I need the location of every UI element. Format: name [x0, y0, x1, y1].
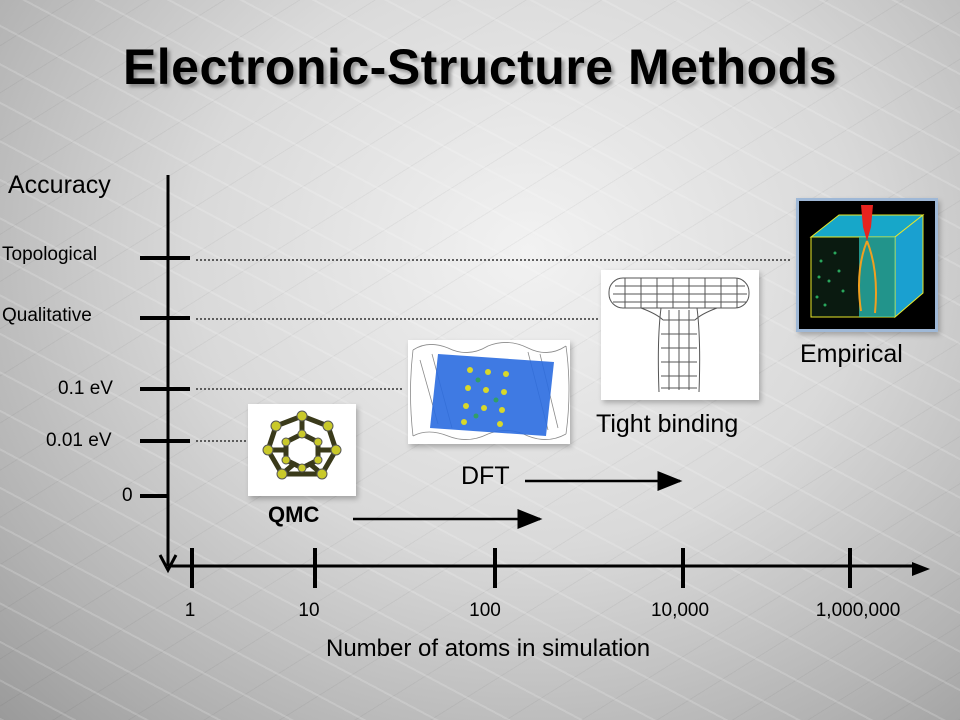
method-label-qmc: QMC	[268, 502, 320, 527]
x-axis-title: Number of atoms in simulation	[326, 635, 651, 662]
x-label-1: 1	[184, 600, 196, 621]
y-label-qualitative: Qualitative	[2, 305, 92, 326]
y-label-0-01-ev: 0.01 eV	[46, 430, 112, 451]
tight-binding-nanotube-image	[601, 270, 759, 400]
qmc-molecule-image	[248, 404, 356, 496]
y-label-zero: 0	[122, 485, 133, 506]
method-label-tight-binding: Tight binding	[596, 410, 739, 438]
y-label-0-1-ev: 0.1 eV	[58, 378, 113, 399]
y-axis-corner	[158, 554, 178, 574]
dft-structure-image	[408, 340, 570, 444]
y-label-topological: Topological	[2, 244, 98, 265]
y-axis-title: Accuracy	[8, 171, 111, 199]
x-label-10: 10	[298, 600, 320, 621]
slide-title: Electronic-Structure Methods	[122, 39, 838, 95]
x-label-1000000: 1,000,000	[815, 600, 901, 621]
method-label-empirical: Empirical	[800, 340, 903, 368]
x-label-10000: 10,000	[650, 600, 710, 621]
x-label-100: 100	[469, 600, 501, 621]
x-axis-arrowhead	[912, 562, 930, 576]
method-label-dft: DFT	[461, 462, 510, 490]
empirical-simulation-cube-image	[796, 198, 938, 332]
